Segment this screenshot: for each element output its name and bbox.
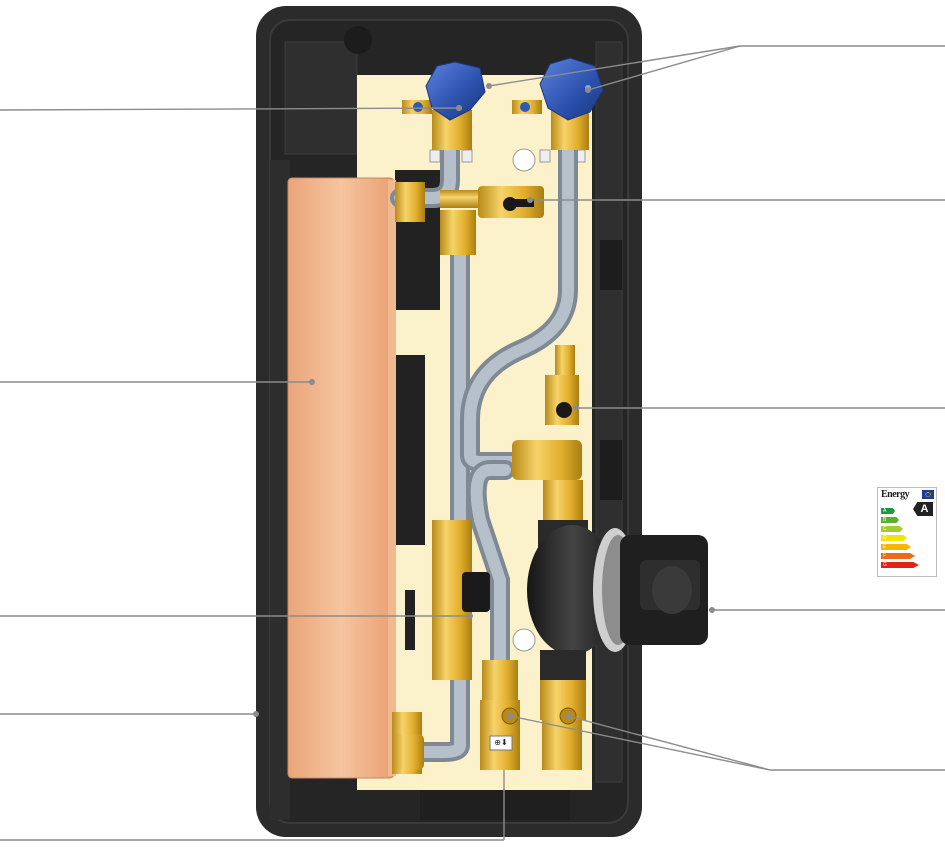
leader-shutoff-valves-b [488, 45, 741, 87]
energy-class-e: E [881, 544, 911, 550]
leader-check-valves-c [567, 715, 771, 771]
hx-lower-fitting [392, 712, 424, 774]
heat-exchanger [287, 177, 396, 779]
energy-class-a: A [881, 508, 895, 514]
energy-label-title: Energy [881, 489, 910, 500]
energy-class-b: B [881, 517, 899, 523]
circulation-pump [527, 520, 708, 680]
energy-class-c: C [881, 526, 903, 532]
energy-class-g: G [881, 562, 919, 568]
energy-rating-badge: A [913, 502, 933, 516]
leader-hot-valve [0, 107, 460, 111]
leader-dots [253, 83, 715, 719]
leader-shutoff-valves-c [587, 45, 741, 91]
eu-flag-icon [922, 490, 934, 499]
flow-switch [432, 520, 490, 680]
safety-valve [512, 345, 583, 520]
ball-valve [395, 182, 544, 255]
leader-lines [0, 45, 945, 841]
check-valves [480, 660, 586, 770]
energy-class-f: F [881, 553, 915, 559]
leader-check-valves-b [509, 715, 771, 771]
energy-class-d: D [881, 535, 907, 541]
shutoff-valve-hot [402, 61, 486, 150]
flow-marking: ⊕⬇ [494, 738, 508, 747]
